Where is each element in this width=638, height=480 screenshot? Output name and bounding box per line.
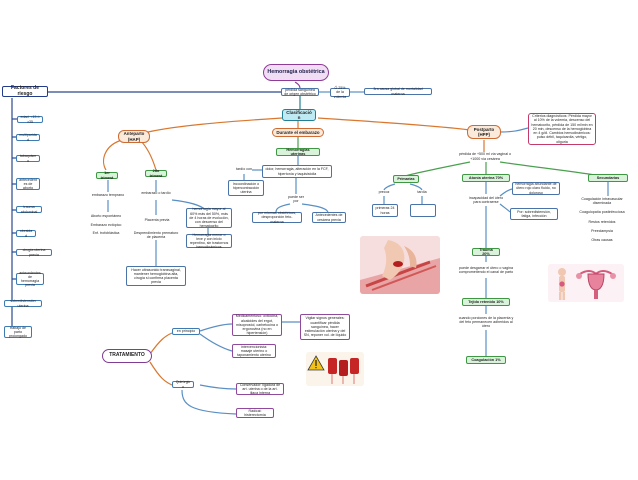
node-risk-prolonged-labor[interactable]: trabajo de parto prolongado — [4, 326, 32, 338]
node-uterine-hemorrhages[interactable]: Hemorragias uterinas — [276, 148, 320, 156]
node-can-be: puede ser por — [288, 194, 304, 203]
node-placenta-previa: Placenta previa — [144, 218, 170, 223]
node-incapacity: incapacidad del útero para contraerse — [468, 195, 504, 204]
node-risk-obesity[interactable]: obesidad — [16, 229, 36, 238]
node-overdistension[interactable]: Por: sobredistensión, fatiga, infección — [510, 208, 558, 220]
node-trauma-description: puede desgarrar el útero o vagina compro… — [458, 265, 514, 274]
node-myoma[interactable]: por miomas obstétricos, desproporción fe… — [252, 211, 302, 224]
node-risk-age[interactable]: edad: <15 ó >35 — [17, 115, 43, 124]
node-first-24h[interactable]: primeras 24 horas — [372, 204, 398, 217]
link-prin-int — [199, 333, 233, 352]
node-previous-cesarean[interactable]: Antecedentes de cesárea previa — [312, 212, 346, 223]
link-prim-precoz — [383, 183, 396, 191]
node-classification[interactable]: Clasificación — [282, 109, 316, 121]
node-hemorrhage-minor[interactable]: Hemorragia menor o leve y con inicio rep… — [186, 233, 232, 249]
node-ectopic: Embarazo ectópico — [90, 223, 122, 228]
node-late-with: tardío con — [236, 167, 252, 172]
node-tissue-description: cuando porciones de la placenta y del fe… — [458, 315, 514, 329]
link-prim-tardia — [409, 183, 423, 191]
node-24h-6w[interactable] — [410, 204, 436, 217]
link-ante-2 — [139, 139, 157, 171]
node-medication[interactable]: Medicamentoso: oxitocina, alcaloides del… — [232, 314, 282, 336]
node-trauma[interactable]: Trauma 20% — [472, 248, 500, 256]
node-incoordination[interactable]: Incoordinación o hipercontracción uterin… — [228, 180, 264, 196]
link-quir-cons — [199, 384, 237, 390]
link-clasif-anteparto — [147, 117, 283, 133]
link-puede-mioma — [275, 203, 291, 213]
node-interventional[interactable]: Intervencionista: masaje uterino o tapon… — [232, 344, 276, 358]
link-inc-hem — [499, 188, 513, 197]
node-risk-multiparity[interactable]: multiparidad — [16, 133, 40, 142]
node-percentage[interactable]: Ó 25% de la volemia — [330, 86, 350, 99]
blood-bags-warning-illustration — [306, 352, 364, 386]
root-title[interactable]: Hemorragia obstétrica — [263, 64, 329, 81]
node-coagulation[interactable]: Coagulación 1% — [466, 356, 506, 364]
node-during-pregnancy[interactable]: Durante el embarazo — [272, 128, 324, 137]
node-risk-overdistension[interactable]: sobredistensión uterina — [4, 299, 42, 308]
link-clasif-postparto — [317, 117, 471, 131]
node-first-line[interactable]: en principio — [172, 328, 200, 335]
node-late-pregnancy: embarazo o tardío — [141, 191, 171, 196]
node-ultrasound[interactable]: Hacer ultrasonido transvaginal, mantener… — [126, 266, 186, 286]
node-postpartum[interactable]: Postparto (HPP) — [467, 125, 501, 139]
link-def-sec — [499, 161, 601, 177]
link-post-criterios — [499, 127, 529, 133]
node-dpp: Desprendimiento prematuro de placenta — [133, 230, 179, 239]
node-late: tardía — [417, 189, 427, 194]
node-abundant-hemorrhage[interactable]: hemorragia abundante de útero rojo claro… — [512, 182, 560, 195]
node-second-trimester[interactable]: 2do trimest — [145, 169, 167, 178]
link-ante-1 — [102, 139, 123, 171]
link-quir-rad — [181, 389, 237, 415]
node-pp-definition: pérdida de +500 ml vía vaginal o +1000 v… — [458, 152, 512, 161]
hand-blood-illustration — [360, 236, 440, 294]
node-definition[interactable]: pérdida sanguínea de origen obstétrico — [281, 88, 319, 96]
node-hemorrhage-major[interactable]: hemorragia mayor al 60% más del 50%, más… — [186, 207, 232, 228]
link-def-prim — [404, 161, 471, 177]
node-secondary[interactable]: Secundarias — [588, 174, 628, 182]
node-retained: Restos retenidos — [588, 219, 616, 224]
node-mola: Enf. trofoblástica — [92, 231, 120, 236]
link-prin-med — [199, 323, 233, 332]
node-abortion: Aborto espontáneo — [90, 214, 122, 219]
node-early: precoz — [378, 189, 390, 194]
link-treat-principio — [149, 332, 173, 355]
node-anteparto[interactable]: Anteparto (HAP) — [118, 130, 150, 143]
node-mortality[interactable]: 3ra causa global de mortalidad materna — [364, 87, 432, 96]
node-first-trimester[interactable]: 1er trimest — [96, 171, 118, 180]
uterus-anatomy-illustration — [548, 264, 624, 302]
node-surgical[interactable]: Quirúrgico — [172, 380, 194, 389]
node-risk-abortion[interactable]: antecedentes de aborto — [16, 178, 40, 190]
node-radical[interactable]: Radical: histerectomía — [236, 408, 274, 418]
node-postinfectious: Coagulopatía postinfecciosa — [579, 209, 625, 214]
link-treat-quir — [149, 361, 173, 386]
node-retained-tissue[interactable]: Tejido retenido 10% — [462, 298, 510, 306]
link-puede-ante — [301, 203, 329, 213]
node-preeclampsia: Preeclampsia — [591, 228, 613, 233]
node-conservative[interactable]: Conservador: ligadura de art. uterina o … — [236, 383, 284, 395]
node-atony[interactable]: Atonía uterina 70% — [462, 174, 510, 182]
node-risk-smoking[interactable]: tabaquismo — [16, 154, 40, 163]
node-risk-surgery[interactable]: cirugía uterina previa — [16, 248, 52, 257]
node-risk-trauma[interactable]: trauma abdominal — [16, 205, 42, 214]
link-inc-sob — [499, 203, 511, 213]
node-risk-previous-hemorrhage[interactable]: antecedentes de hemorragia previa — [16, 271, 44, 287]
node-risk-factors[interactable]: Factores de riesgo — [2, 85, 48, 97]
node-primary[interactable]: Primarias — [393, 175, 419, 183]
node-monitoring[interactable]: Vigilar signos generales: cuantificar pé… — [300, 314, 350, 340]
node-diagnostic-criteria[interactable]: Criterios diagnósticos: Pérdida mayor al… — [528, 113, 596, 145]
node-treatment[interactable]: TRATAMIENTO — [102, 349, 152, 363]
node-pain[interactable]: dolor, hemorragia, alteración en la FCF,… — [262, 165, 332, 178]
node-other-causes: Otras causas — [591, 237, 613, 242]
node-early-pregnancy: embarazo temprano — [91, 193, 125, 198]
node-dic: Coagulación intravascular diseminada — [581, 196, 623, 205]
